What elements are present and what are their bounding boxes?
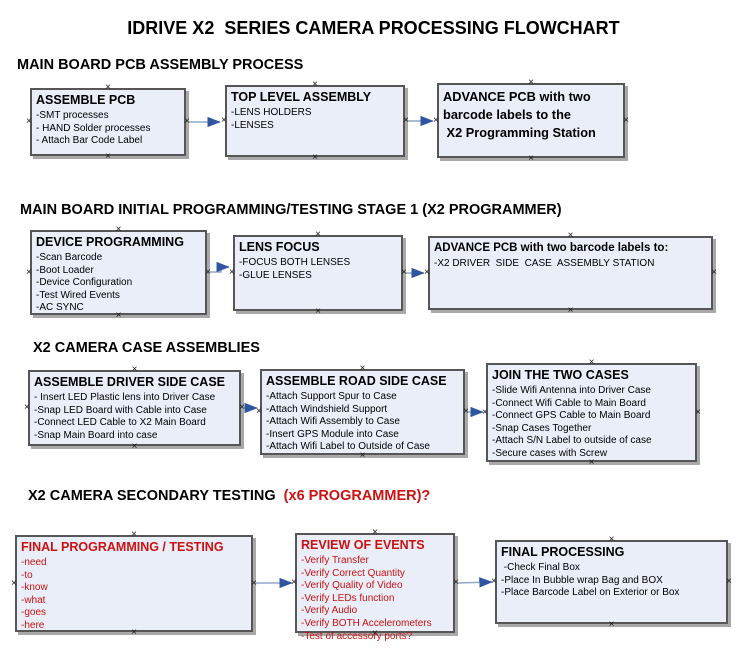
box-line-item: -Insert GPS Module into Case [266, 428, 399, 440]
box-line-item: -Verify Quality of Video [301, 580, 403, 592]
box-line-item: -AC SYNC [36, 302, 84, 314]
box-line-item: -X2 DRIVER SIDE CASE ASSEMBLY STATION [434, 258, 655, 269]
box-line-item: -here [21, 619, 45, 631]
box-line-item: -Test of accessory ports? [301, 630, 413, 642]
box-line-item: X2 Programming Station [443, 125, 596, 140]
box-line-item: -Attach Wifi Assembly to Case [266, 416, 400, 428]
box-line-item: -know [21, 582, 48, 594]
box-lines: -SMT processes- HAND Solder processes- A… [36, 110, 181, 148]
box-line-item: -Verify Audio [301, 605, 358, 617]
box-lines: -X2 DRIVER SIDE CASE ASSEMBLY STATION [434, 258, 708, 271]
box-lines: -Slide Wifi Antenna into Driver Case-Con… [492, 385, 692, 461]
box-line-item: -Connect LED Cable to X2 Main Board [34, 417, 206, 429]
box-line-item: -Device Configuration [36, 277, 133, 289]
box-title: FINAL PROCESSING [501, 545, 625, 559]
box-line-item: -Verify LEDs function [301, 592, 395, 604]
box-line-item: -SMT processes [36, 110, 109, 121]
box-lines: -need-to-know-what-goes-here [21, 557, 248, 633]
box-lines: -Verify Transfer-Verify Correct Quantity… [301, 555, 450, 643]
flow-box-top-level-assembly: TOP LEVEL ASSEMBLY -LENS HOLDERS-LENSES … [221, 80, 409, 163]
flow-box-assemble-pcb: ASSEMBLE PCB -SMT processes- HAND Solder… [26, 83, 190, 162]
box-line-item: - Insert LED Plastic lens into Driver Ca… [34, 392, 216, 403]
box-line-item: -what [21, 594, 46, 606]
flow-box-advance-pcb-programming-station: ADVANCE PCB with two barcode labels to th… [433, 78, 629, 164]
box-line-item: -goes [21, 607, 47, 619]
box-title: JOIN THE TWO CASES [492, 368, 629, 382]
box-line-item: -LENSES [231, 119, 274, 131]
box-title: LENS FOCUS [239, 240, 320, 254]
flow-box-join-the-two-cases: JOIN THE TWO CASES -Slide Wifi Antenna i… [482, 358, 701, 468]
box-line-item: -Attach Windshield Support [266, 403, 388, 415]
flow-box-lens-focus: LENS FOCUS -FOCUS BOTH LENSES-GLUE LENSE… [229, 230, 407, 317]
box-lines: -Attach Support Spur to Case-Attach Wind… [266, 391, 460, 454]
page-title: IDRIVE X2 SERIES CAMERA PROCESSING FLOWC… [127, 18, 620, 38]
section-header-secondary-testing: X2 CAMERA SECONDARY TESTING (x6 PROGRAMM… [28, 488, 430, 504]
box-line-item: -Verify Correct Quantity [301, 567, 405, 579]
box-line-item: -Verify Transfer [301, 555, 369, 566]
section-header-pcb-assembly: MAIN BOARD PCB ASSEMBLY PROCESS [17, 57, 304, 73]
box-line-item: -Snap Cases Together [492, 422, 592, 434]
section-header-initial-programming: MAIN BOARD INITIAL PROGRAMMING/TESTING S… [20, 202, 562, 218]
connector-review-to-final-processing [456, 577, 493, 588]
box-line-item: -Scan Barcode [36, 252, 103, 263]
box-lines: -LENS HOLDERS-LENSES [231, 107, 400, 132]
box-line-item: -Slide Wifi Antenna into Driver Case [492, 385, 651, 396]
flow-box-assemble-road-side-case: ASSEMBLE ROAD SIDE CASE -Attach Support … [256, 364, 469, 461]
connector-device-programming-to-lens-focus [209, 261, 230, 273]
box-line-item: -Connect Wifi Cable to Main Board [492, 397, 646, 409]
box-line-item: -Boot Loader [36, 264, 94, 276]
box-line-item: -Verify BOTH Accelerometers [301, 617, 432, 629]
box-line-item: -Attach Support Spur to Case [266, 391, 397, 402]
box-line-item: -Snap LED Board with Cable into Case [34, 404, 207, 416]
box-line-item: barcode labels to the [443, 107, 572, 122]
box-line-item: -Place Barcode Label on Exterior or Box [501, 587, 680, 599]
box-line-item: -Connect GPS Cable to Main Board [492, 410, 651, 422]
box-line-item: -Secure cases with Screw [492, 447, 608, 459]
box-title: ADVANCE PCB with two barcode labels to: [434, 242, 669, 254]
box-title: DEVICE PROGRAMMING [36, 235, 184, 249]
box-line-item: -LENS HOLDERS [231, 107, 312, 118]
box-lines: ADVANCE PCB with two barcode labels to th… [443, 88, 620, 142]
flow-box-review-of-events: REVIEW OF EVENTS -Verify Transfer-Verify… [291, 528, 459, 642]
box-title: ASSEMBLE ROAD SIDE CASE [266, 374, 447, 388]
box-line-item: -Attach Wifi Label to Outside of Case [266, 441, 430, 453]
box-line-item: - HAND Solder processes [36, 122, 151, 134]
box-line-item: -GLUE LENSES [239, 269, 312, 281]
flow-box-assemble-driver-side-case: ASSEMBLE DRIVER SIDE CASE - Insert LED P… [24, 365, 245, 452]
box-line-item: -Attach S/N Label to outside of case [492, 435, 652, 447]
box-line-item: -Place In Bubble wrap Bag and BOX [501, 574, 663, 586]
box-lines: -FOCUS BOTH LENSES-GLUE LENSES [239, 257, 398, 282]
box-lines: - Insert LED Plastic lens into Driver Ca… [34, 392, 236, 442]
box-title: REVIEW OF EVENTS [301, 538, 425, 552]
section-header-secondary-testing-red: (x6 PROGRAMMER)? [283, 488, 431, 504]
box-title: ASSEMBLE PCB [36, 93, 136, 107]
section-header-secondary-testing-black: X2 CAMERA SECONDARY TESTING [28, 488, 284, 504]
box-title: ASSEMBLE DRIVER SIDE CASE [34, 375, 226, 389]
flow-box-advance-pcb-case-assembly: ADVANCE PCB with two barcode labels to: … [424, 231, 717, 316]
box-lines: -Scan Barcode-Boot Loader-Device Configu… [36, 252, 202, 315]
box-lines: -Check Final Box-Place In Bubble wrap Ba… [501, 562, 723, 600]
flow-box-final-programming-testing: FINAL PROGRAMMING / TESTING -need-to-kno… [11, 530, 257, 638]
box-title: FINAL PROGRAMMING / TESTING [21, 540, 224, 554]
box-title: TOP LEVEL ASSEMBLY [231, 90, 372, 104]
flow-box-final-processing: FINAL PROCESSING -Check Final Box-Place … [491, 535, 732, 630]
box-line-item: -Test Wired Events [36, 289, 120, 301]
box-line-item: -Check Final Box [501, 562, 580, 573]
flow-box-device-programming: DEVICE PROGRAMMING -Scan Barcode-Boot Lo… [26, 225, 211, 321]
box-line-item: ADVANCE PCB with two [443, 89, 591, 104]
box-line-item: -Snap Main Board into case [34, 429, 158, 441]
box-line-item: -FOCUS BOTH LENSES [239, 257, 351, 268]
box-line-item: - Attach Bar Code Label [36, 135, 143, 147]
section-header-case-assemblies: X2 CAMERA CASE ASSEMBLIES [33, 340, 260, 356]
box-line-item: -to [21, 569, 33, 581]
box-line-item: -need [21, 557, 47, 568]
